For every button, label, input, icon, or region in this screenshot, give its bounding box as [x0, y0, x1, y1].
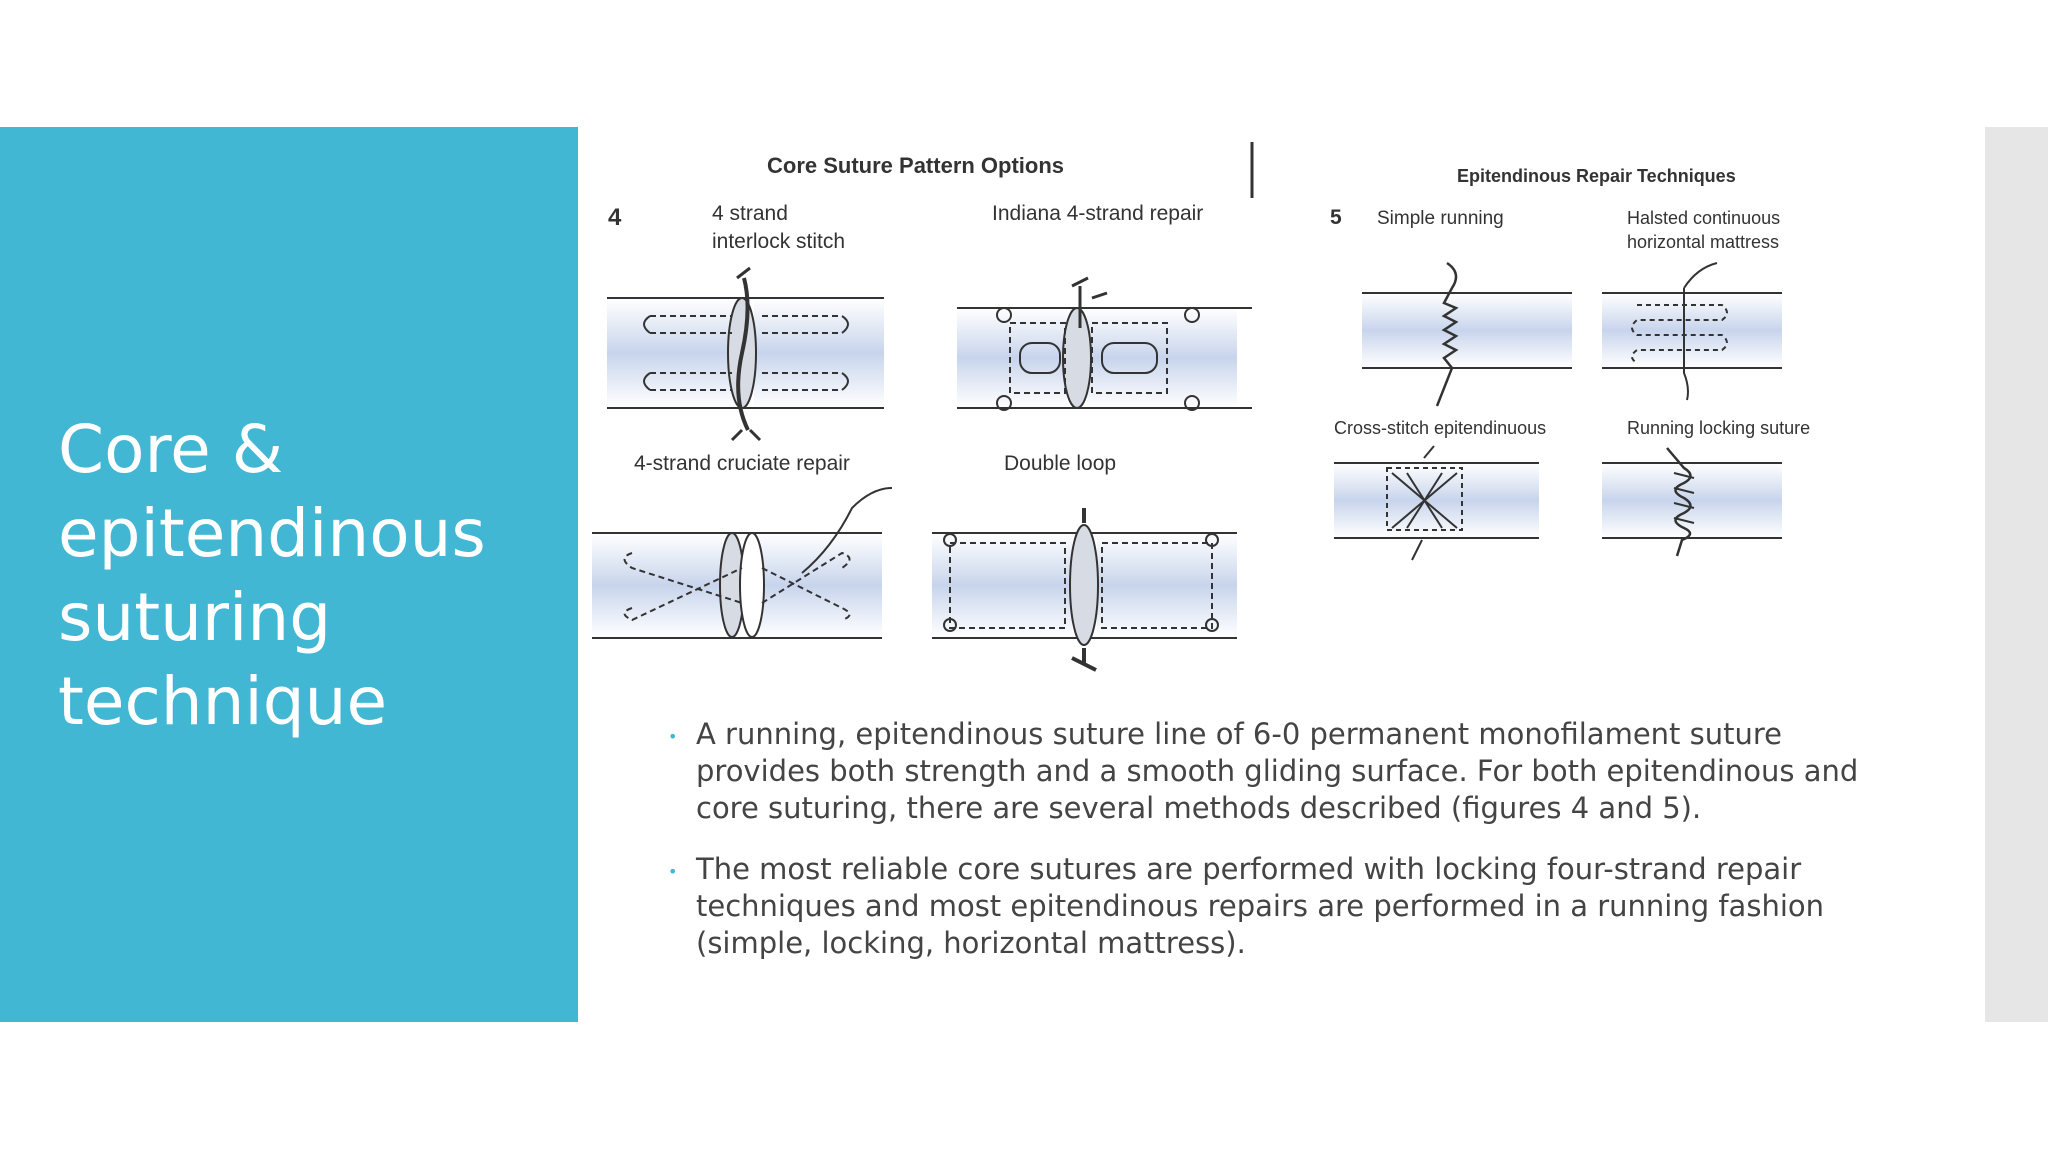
figure-number-4: 4	[608, 204, 622, 231]
diagram-indiana-repair	[957, 276, 1252, 411]
diagram-halsted-mattress	[1602, 262, 1782, 401]
bullet-list: • A running, epitendinous suture line of…	[668, 716, 1868, 986]
core-heading: Core Suture Pattern Options	[767, 153, 1064, 178]
diagram-simple-running	[1362, 261, 1572, 407]
suture-technique-figure: Core Suture Pattern Options 4 4 strand i…	[592, 142, 1810, 672]
bullet-text: A running, epitendinous suture line of 6…	[696, 717, 1859, 825]
diagram-cross-stitch	[1334, 445, 1539, 561]
label-simple-running: Simple running	[1377, 208, 1504, 229]
label-halsted-line2: horizontal mattress	[1627, 232, 1779, 252]
bullet-text: The most reliable core sutures are perfo…	[696, 852, 1824, 960]
epi-heading: Epitendinous Repair Techniques	[1457, 166, 1736, 186]
bullet-marker: •	[668, 862, 678, 881]
figure-number-5: 5	[1330, 206, 1342, 229]
title-panel	[0, 127, 578, 1022]
diagram-running-locking	[1602, 447, 1782, 557]
bullet-item: • The most reliable core sutures are per…	[668, 851, 1868, 962]
label-halsted-line1: Halsted continuous	[1627, 208, 1780, 228]
right-edge-strip	[1985, 127, 2048, 1022]
label-double-loop: Double loop	[1004, 452, 1116, 475]
bullet-item: • A running, epitendinous suture line of…	[668, 716, 1868, 827]
label-running-locking: Running locking suture	[1627, 418, 1810, 438]
label-cross-stitch: Cross-stitch epitendinuous	[1334, 418, 1546, 438]
diagram-cruciate-repair	[592, 487, 893, 639]
bullet-marker: •	[668, 727, 678, 746]
label-4-strand: 4 strand	[712, 202, 788, 225]
diagram-interlock-stitch	[607, 266, 884, 442]
label-interlock-stitch: interlock stitch	[712, 230, 845, 253]
slide-title: Core & epitendinous suturing technique	[58, 411, 486, 740]
label-cruciate-repair: 4-strand cruciate repair	[634, 452, 850, 475]
label-indiana-repair: Indiana 4-strand repair	[992, 202, 1203, 225]
diagram-double-loop	[932, 508, 1237, 672]
